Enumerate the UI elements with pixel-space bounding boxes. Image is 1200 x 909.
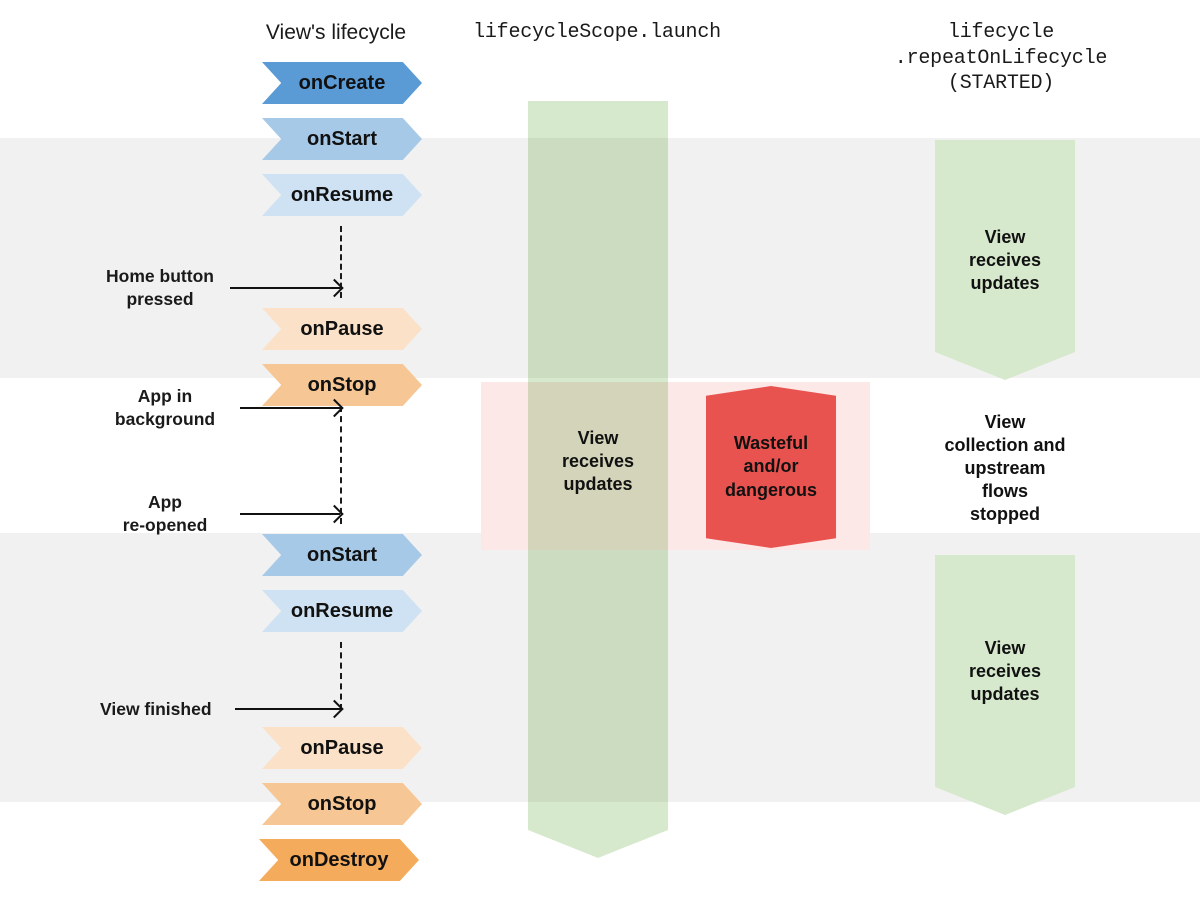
- repeat-flow-label-2: View receives updates: [968, 638, 1042, 705]
- event-label: App re-opened: [122, 492, 208, 535]
- wasteful-dangerous-label: Wasteful and/or dangerous: [724, 433, 817, 500]
- dashed-connector-2: [340, 406, 342, 524]
- column-header-launch: lifecycleScope.launch: [473, 21, 721, 44]
- lifecycle-callout-ondestroy[interactable]: onDestroy: [259, 839, 419, 881]
- event-app-re-opened: App re-opened: [100, 491, 340, 537]
- event-home-button-pressed: Home button pressed: [100, 265, 340, 311]
- lifecycle-callout-onstop-1[interactable]: onStop: [262, 364, 422, 406]
- event-label: View finished: [100, 699, 212, 719]
- repeat-header-line-1: lifecycle: [947, 21, 1055, 44]
- dashed-connector-1: [340, 226, 342, 298]
- lifecycle-callout-oncreate[interactable]: onCreate: [262, 62, 422, 104]
- repeat-flow-band-1-arrow-tip: [935, 352, 1075, 380]
- launch-flow-band: [528, 101, 668, 858]
- lifecycle-callout-onresume-2[interactable]: onResume: [262, 590, 422, 632]
- event-arrow-icon: [230, 286, 340, 289]
- wasteful-dangerous-callout: Wasteful and/or dangerous: [706, 386, 836, 548]
- lifecycle-callout-onresume-1[interactable]: onResume: [262, 174, 422, 216]
- event-label: Home button pressed: [106, 266, 214, 309]
- lifecycle-callout-onstart-2[interactable]: onStart: [262, 534, 422, 576]
- dashed-connector-3: [340, 642, 342, 710]
- column-header-lifecycle: View's lifecycle: [265, 21, 407, 44]
- event-arrow-icon: [240, 512, 340, 515]
- repeat-header-line-3: (STARTED): [947, 72, 1055, 96]
- repeat-flow-band-2: [935, 555, 1075, 815]
- event-arrow-icon: [240, 406, 340, 409]
- repeat-flow-band-1: [935, 140, 1075, 380]
- event-app-in-background: App in background: [100, 385, 340, 431]
- repeat-header-line-2: .repeatOnLifecycle: [894, 46, 1108, 70]
- lifecycle-callout-onpause-1[interactable]: onPause: [262, 308, 422, 350]
- launch-flow-label: View receives updates: [561, 428, 635, 495]
- launch-flow-band-arrow-tip: [528, 830, 668, 858]
- column-header-repeat-on-lifecycle: lifecycle .repeatOnLifecycle (STARTED): [842, 20, 1160, 97]
- repeat-flow-stopped-note: View collection and upstream flows stopp…: [944, 412, 1066, 525]
- lifecycle-callout-onstop-2[interactable]: onStop: [262, 783, 422, 825]
- event-arrow-icon: [235, 708, 340, 711]
- repeat-flow-band-1-body: [935, 140, 1075, 352]
- repeat-flow-band-2-body: [935, 555, 1075, 787]
- repeat-flow-label-1: View receives updates: [968, 227, 1042, 294]
- launch-flow-band-body: [528, 101, 668, 830]
- repeat-flow-band-2-arrow-tip: [935, 787, 1075, 815]
- event-view-finished: View finished: [100, 698, 340, 721]
- lifecycle-callout-onstart-1[interactable]: onStart: [262, 118, 422, 160]
- lifecycle-callout-onpause-2[interactable]: onPause: [262, 727, 422, 769]
- event-label: App in background: [114, 386, 216, 429]
